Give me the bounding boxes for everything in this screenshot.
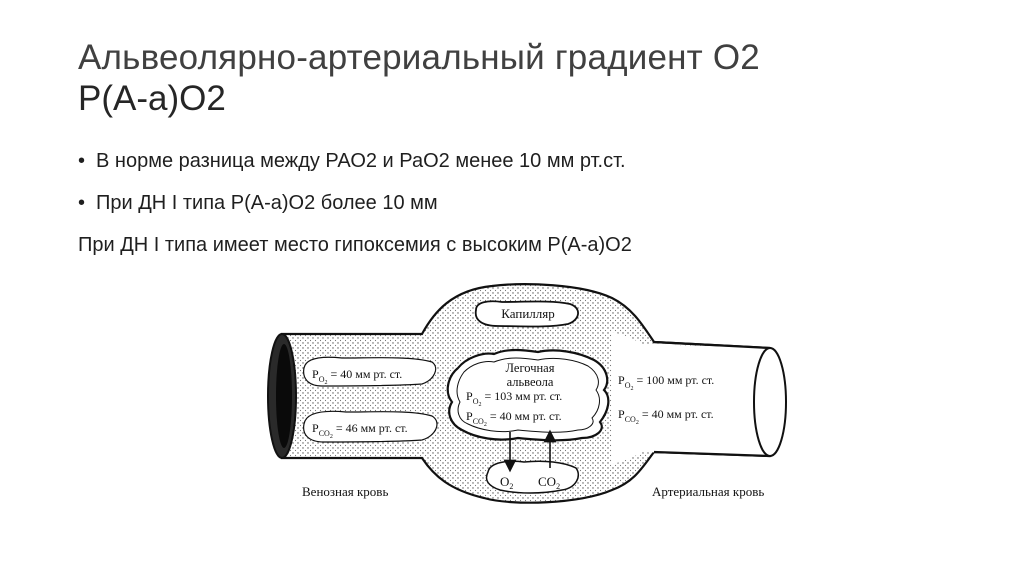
bullet-item: • В норме разница между РАО2 и РаО2 мене…	[78, 146, 978, 188]
bullet-list: • В норме разница между РАО2 и РаО2 мене…	[78, 146, 978, 272]
arterial-blood-label: Артериальная кровь	[652, 484, 764, 499]
alveolar-pco2: PCO2= 40 мм рт. ст.	[466, 409, 562, 428]
venous-po2-blob	[303, 356, 437, 387]
o2-subscript: O2	[625, 381, 634, 392]
arterial-po2-value: = 100 мм рт. ст.	[636, 373, 714, 387]
arterial-pco2-value: = 40 мм рт. ст.	[642, 407, 714, 421]
bullet-marker: •	[78, 192, 86, 214]
alveolus-label-line1: Легочная	[506, 361, 555, 375]
note-text: При ДН I типа имеет место гипоксемия с в…	[78, 234, 632, 256]
venous-pco2: PCO2= 46 мм рт. ст.	[312, 421, 408, 440]
capillary-label: Капилляр	[501, 306, 554, 321]
bullet-item: • При ДН I типа Р(А-а)О2 более 10 мм	[78, 188, 978, 230]
co2-subscript: CO2	[319, 429, 333, 440]
venous-po2-value: = 40 мм рт. ст.	[330, 367, 402, 381]
p-letter: P	[618, 373, 625, 387]
title-line-1: Альвеолярно-артериальный градиент О2	[78, 38, 760, 77]
gas-co2: CO2	[538, 474, 560, 491]
p-letter: P	[312, 421, 319, 435]
venous-po2: PO2= 40 мм рт. ст.	[312, 367, 402, 386]
alveolus-label-line2: альвеола	[507, 375, 554, 389]
p-letter: P	[618, 407, 625, 421]
arterial-pco2: PCO2= 40 мм рт. ст.	[618, 407, 714, 426]
slide-title: Альвеолярно-артериальный градиент О2 Р(А…	[78, 38, 978, 120]
o2-subscript: O2	[319, 375, 328, 386]
gas-o2: O2	[500, 474, 513, 491]
venous-pco2-blob	[303, 410, 438, 443]
alveolar-pco2-value: = 40 мм рт. ст.	[490, 409, 562, 423]
arterial-opening	[753, 347, 787, 457]
arterial-vessel	[612, 332, 770, 464]
title-line-2: Р(А-а)О2	[78, 79, 226, 118]
alveolus-outer	[446, 348, 610, 442]
o2-subscript: O2	[473, 397, 482, 408]
venous-pco2-value: = 46 мм рт. ст.	[336, 421, 408, 435]
arterial-po2: PO2= 100 мм рт. ст.	[618, 373, 714, 392]
p-letter: P	[466, 389, 473, 403]
arterial-vessel-edge	[653, 340, 771, 458]
p-letter: P	[466, 409, 473, 423]
capillary-label-blob	[474, 300, 579, 328]
alveolar-po2-value: = 103 мм рт. ст.	[484, 389, 562, 403]
co2-subscript: CO2	[473, 417, 487, 428]
alveolus-inner	[456, 357, 600, 433]
venous-blood-label: Венозная кровь	[302, 484, 388, 499]
venous-opening-inner	[276, 344, 292, 448]
p-letter: P	[312, 367, 319, 381]
bullet-marker: •	[78, 150, 86, 172]
co2-subscript: CO2	[625, 415, 639, 426]
gas-exchange-diagram: Капилляр PO2= 40 мм рт. ст. PCO2= 46 мм …	[262, 272, 802, 512]
bullet-text: При ДН I типа Р(А-а)О2 более 10 мм	[96, 192, 438, 214]
alveolar-po2: PO2= 103 мм рт. ст.	[466, 389, 562, 408]
bullet-text: В норме разница между РАО2 и РаО2 менее …	[96, 150, 626, 172]
